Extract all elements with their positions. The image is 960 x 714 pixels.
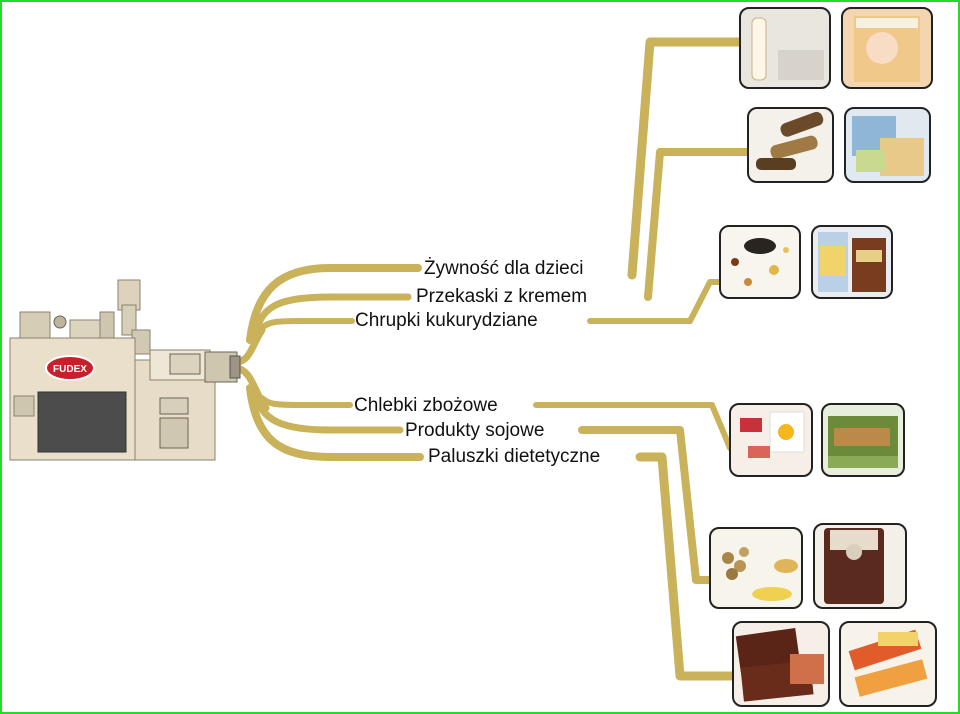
connector-3 [587, 279, 725, 324]
corn-snack-bag-photo [811, 225, 893, 299]
branch-line-4 [259, 395, 353, 408]
extruder-machine-illustration: FUDEX [9, 279, 241, 461]
cream-roll-snacks-photo [747, 107, 834, 183]
connector-6 [635, 452, 740, 681]
crispbread-package-photo [821, 403, 905, 477]
diet-sticks-package-photo [839, 621, 937, 707]
branch-lines [232, 37, 754, 681]
grain-bread-plate-photo [729, 403, 813, 477]
fudex-logo [45, 355, 95, 381]
corn-snacks-photo [719, 225, 801, 299]
branch-label-soy-products: Produkty sojowe [405, 420, 545, 441]
branch-line-2 [252, 293, 412, 336]
branch-label-diet-sticks: Paluszki dietetyczne [428, 446, 601, 467]
branch-line-1 [246, 264, 422, 344]
fudex-logo-text: FUDEX [53, 364, 87, 375]
connector-4 [533, 402, 733, 451]
diet-bars-photo [732, 621, 830, 707]
snack-package-photo [844, 107, 931, 183]
connector-1 [627, 37, 747, 280]
branch-label-corn-crisps: Chrupki kukurydziane [355, 310, 538, 331]
connector-2 [644, 148, 754, 301]
baby-food-box-photo [841, 7, 933, 89]
soy-granules-photo [709, 527, 803, 609]
branch-line-3 [259, 318, 355, 331]
connector-5 [578, 426, 716, 584]
branch-line-6 [246, 384, 424, 461]
branch-label-baby-food: Żywność dla dzieci [424, 258, 584, 279]
branch-label-cream-snacks: Przekaski z kremem [416, 286, 588, 307]
soy-product-bag-photo [813, 523, 907, 609]
bottle-and-cereal-box-photo [739, 7, 831, 89]
branch-line-5 [252, 392, 404, 434]
product-photos [709, 7, 937, 707]
branch-label-grain-breads: Chlebki zbożowe [354, 395, 498, 416]
